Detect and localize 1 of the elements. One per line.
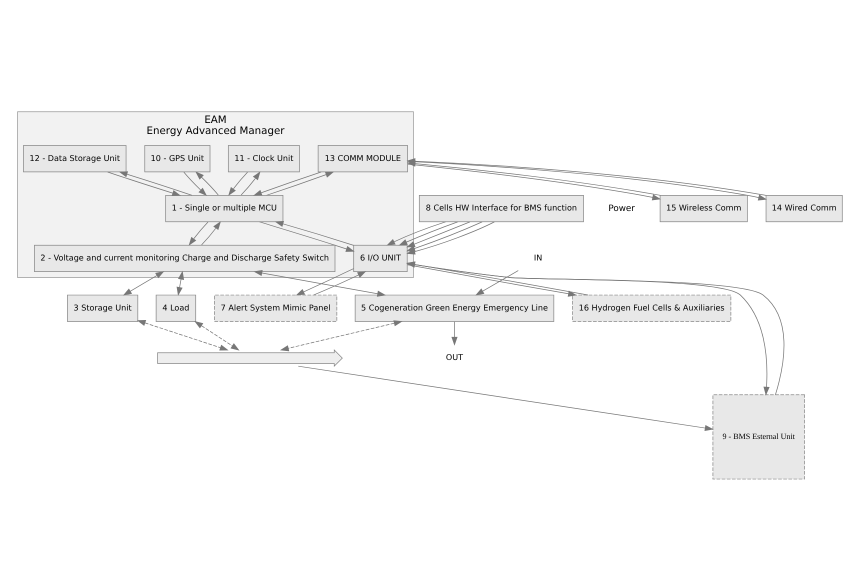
label: Power [608,204,635,214]
